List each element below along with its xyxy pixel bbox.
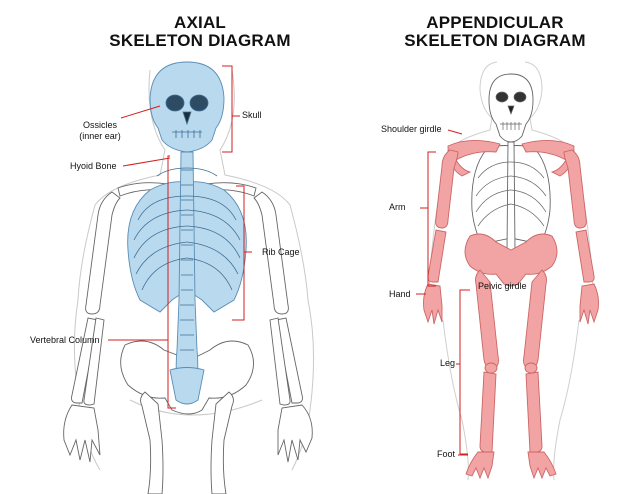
left-hand <box>63 404 101 463</box>
appendicular-pink-bones <box>423 140 599 480</box>
label-ossicles-line2: (inner ear) <box>79 131 121 141</box>
skull-bracket <box>222 65 240 153</box>
label-ossicles: Ossicles (inner ear) <box>68 120 132 142</box>
appendicular-title: APPENDICULAR SKELETON DIAGRAM <box>380 14 610 50</box>
right-femur <box>210 391 234 494</box>
sacrum <box>169 367 205 405</box>
label-ossicles-line1: Ossicles <box>82 120 117 130</box>
right-humerus-app <box>563 149 587 229</box>
left-femur <box>140 391 164 494</box>
label-hand: Hand <box>389 289 411 299</box>
label-vertebral-column: Vertebral Column <box>30 335 100 345</box>
vertebral-bracket <box>167 155 176 409</box>
leg-bracket <box>456 289 470 455</box>
appendicular-title-line1: APPENDICULAR <box>426 13 564 32</box>
right-femur-app <box>523 269 547 369</box>
label-rib-cage: Rib Cage <box>262 247 300 257</box>
right-forearm-app <box>575 229 595 283</box>
right-forearm <box>275 317 303 404</box>
left-hand-app <box>423 283 443 325</box>
nasal-cavity <box>182 111 192 126</box>
arm-bracket <box>420 151 436 287</box>
appendicular-leader-lines <box>416 129 470 456</box>
label-leg: Leg <box>440 358 456 368</box>
hyoid-leader <box>122 157 171 167</box>
appendicular-plain-bones <box>471 73 551 251</box>
right-forearm-2 <box>269 317 291 406</box>
axial-title-line2: SKELETON DIAGRAM <box>109 31 291 50</box>
axial-title: AXIAL SKELETON DIAGRAM <box>90 14 310 50</box>
label-hyoid: Hyoid Bone <box>70 161 117 171</box>
axial-details <box>133 94 241 351</box>
left-foot-app <box>465 451 495 480</box>
right-hand-app <box>579 283 599 325</box>
axial-leader-lines <box>108 65 252 409</box>
left-forearm-app <box>427 229 447 283</box>
appendicular-plain-details <box>475 91 547 227</box>
right-tibia-app <box>525 371 543 453</box>
left-forearm <box>71 317 99 404</box>
ossicles-leader <box>120 105 161 119</box>
right-orbit <box>189 94 209 112</box>
left-tibia-app <box>479 371 497 453</box>
right-foot-app <box>527 451 557 480</box>
appendicular-title-line2: SKELETON DIAGRAM <box>404 31 586 50</box>
label-shoulder-girdle: Shoulder girdle <box>381 124 442 134</box>
app-spine <box>506 141 516 251</box>
label-arm: Arm <box>389 202 406 212</box>
label-skull: Skull <box>242 110 262 120</box>
teeth <box>172 130 202 138</box>
label-pelvic-girdle: Pelvic girdle <box>478 281 527 291</box>
left-humerus-app <box>435 149 459 229</box>
shoulder-leader <box>447 129 463 135</box>
axial-title-line1: AXIAL <box>174 13 226 32</box>
left-forearm-2 <box>83 317 105 406</box>
right-hand <box>277 404 313 463</box>
left-humerus <box>85 191 121 315</box>
left-patella <box>484 362 498 374</box>
right-patella <box>524 362 538 374</box>
label-foot: Foot <box>437 449 456 459</box>
left-orbit <box>165 94 185 112</box>
ribcage-bracket <box>232 185 252 321</box>
right-humerus <box>253 191 289 315</box>
